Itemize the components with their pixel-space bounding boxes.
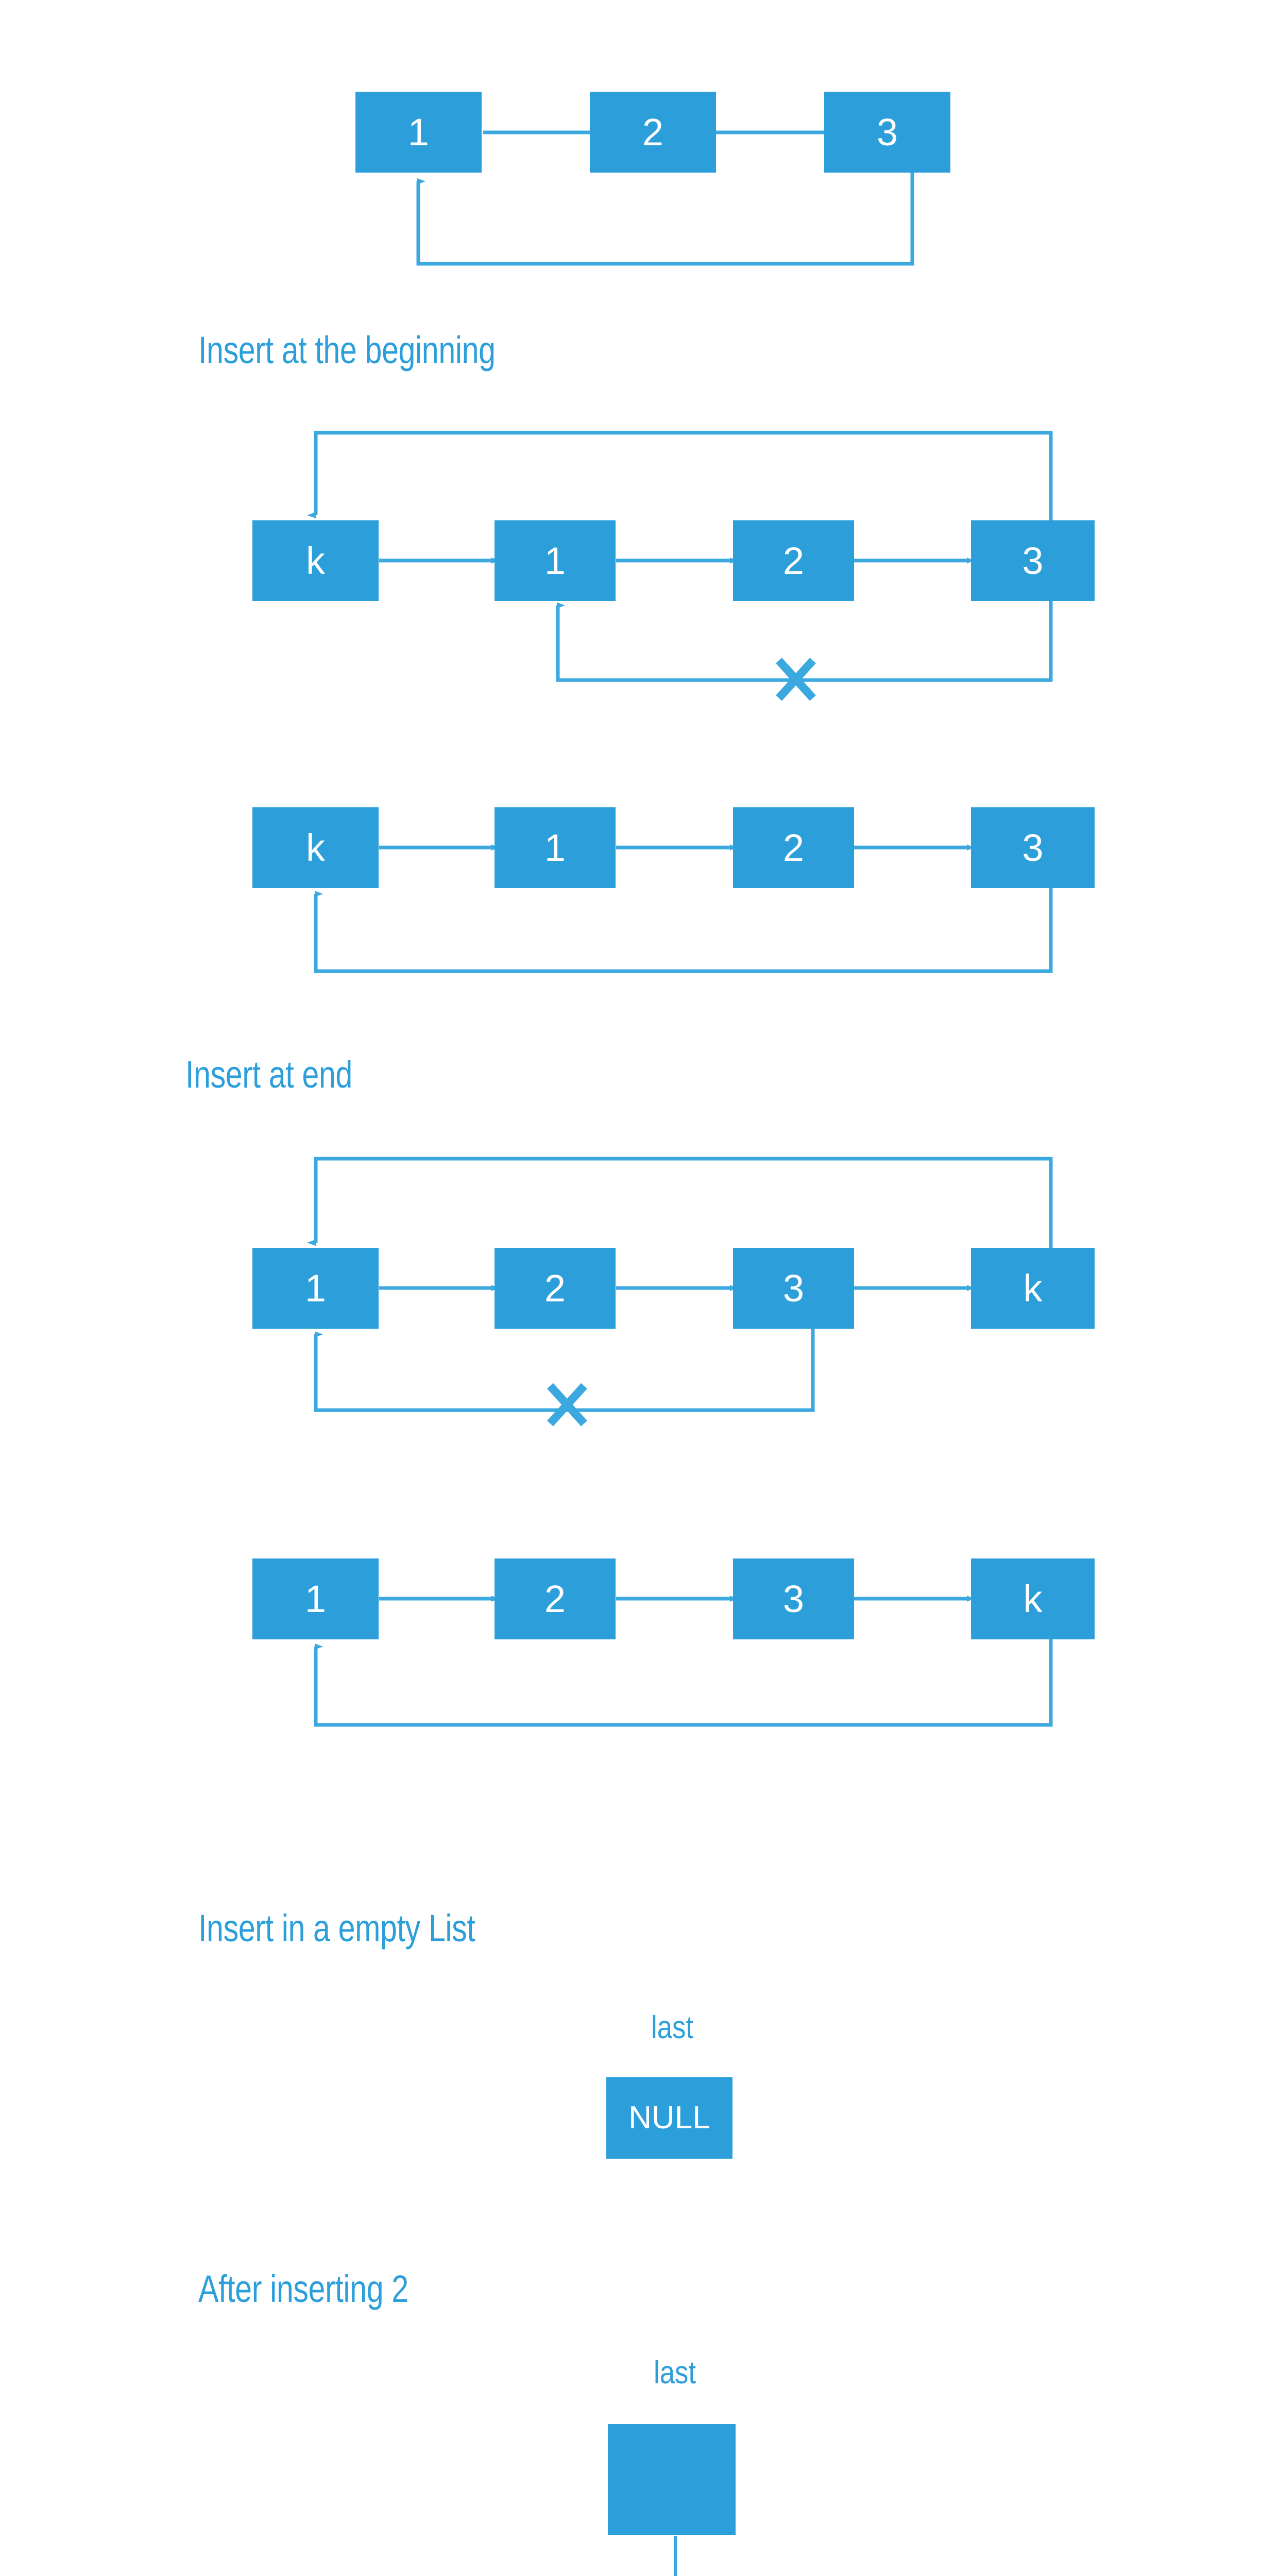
node-label: 2 <box>782 826 805 869</box>
section-title-insert-beginning: Insert at the beginning <box>198 329 496 371</box>
diagram-initial-links <box>416 129 914 266</box>
node-end-after-3: 3 <box>733 1558 854 1639</box>
node-initial-3: 3 <box>824 92 950 173</box>
section-title-after-inserting: After inserting 2 <box>198 2267 408 2310</box>
node-label: k <box>306 539 325 582</box>
section-title-insert-end: Insert at end <box>185 1053 352 1096</box>
node-label: 1 <box>304 1577 327 1620</box>
node-begin-after-1: 1 <box>495 807 616 888</box>
broken-link-x-icon <box>776 657 816 701</box>
node-begin-after-2: 2 <box>733 807 854 888</box>
node-begin-after-k: k <box>252 807 379 888</box>
node-end-after-1: 1 <box>252 1558 379 1639</box>
node-null: NULL <box>606 2077 732 2159</box>
node-label: k <box>306 826 325 869</box>
section-title-insert-empty: Insert in a empty List <box>198 1907 475 1950</box>
node-label: 1 <box>304 1266 327 1310</box>
node-label: k <box>1023 1577 1043 1620</box>
pointer-label-last-after: last <box>653 2355 696 2391</box>
node-label: 2 <box>782 539 805 582</box>
node-begin-before-k: k <box>252 520 379 601</box>
node-end-before-2: 2 <box>495 1248 616 1329</box>
node-label: 1 <box>407 110 430 154</box>
diagram-insert-end-after-links <box>314 1596 1053 1727</box>
node-end-after-2: 2 <box>495 1558 616 1639</box>
last-pointer-box <box>608 2424 736 2535</box>
node-end-before-3: 3 <box>733 1248 854 1329</box>
node-label: 2 <box>544 1266 566 1310</box>
node-end-before-1: 1 <box>252 1248 379 1329</box>
node-begin-before-1: 1 <box>495 520 616 601</box>
node-initial-2: 2 <box>590 92 716 173</box>
node-label: 3 <box>782 1266 805 1310</box>
broken-link-x-icon <box>547 1383 587 1427</box>
node-label: 3 <box>1022 826 1044 869</box>
node-label: k <box>1023 1266 1043 1310</box>
node-label: NULL <box>628 2100 710 2136</box>
diagram-insert-end-before-links <box>307 1157 1053 1427</box>
node-label: 1 <box>544 539 566 582</box>
node-label: 3 <box>876 110 898 154</box>
node-label: 2 <box>642 110 664 154</box>
node-label: 1 <box>544 826 566 869</box>
node-label: 3 <box>782 1577 805 1620</box>
node-begin-before-2: 2 <box>733 520 854 601</box>
diagram-after-inserting-links <box>674 2536 677 2576</box>
node-label: 2 <box>544 1577 566 1620</box>
diagram-insert-begin-after-links <box>314 844 1053 973</box>
node-initial-1: 1 <box>355 92 482 173</box>
pointer-label-last-empty: last <box>651 2010 693 2045</box>
node-end-after-k: k <box>971 1558 1095 1639</box>
node-label: 3 <box>1022 539 1044 582</box>
node-begin-after-3: 3 <box>971 807 1095 888</box>
node-end-before-k: k <box>971 1248 1095 1329</box>
node-begin-before-3: 3 <box>971 520 1095 601</box>
diagram-insert-begin-before-links <box>307 431 1053 701</box>
